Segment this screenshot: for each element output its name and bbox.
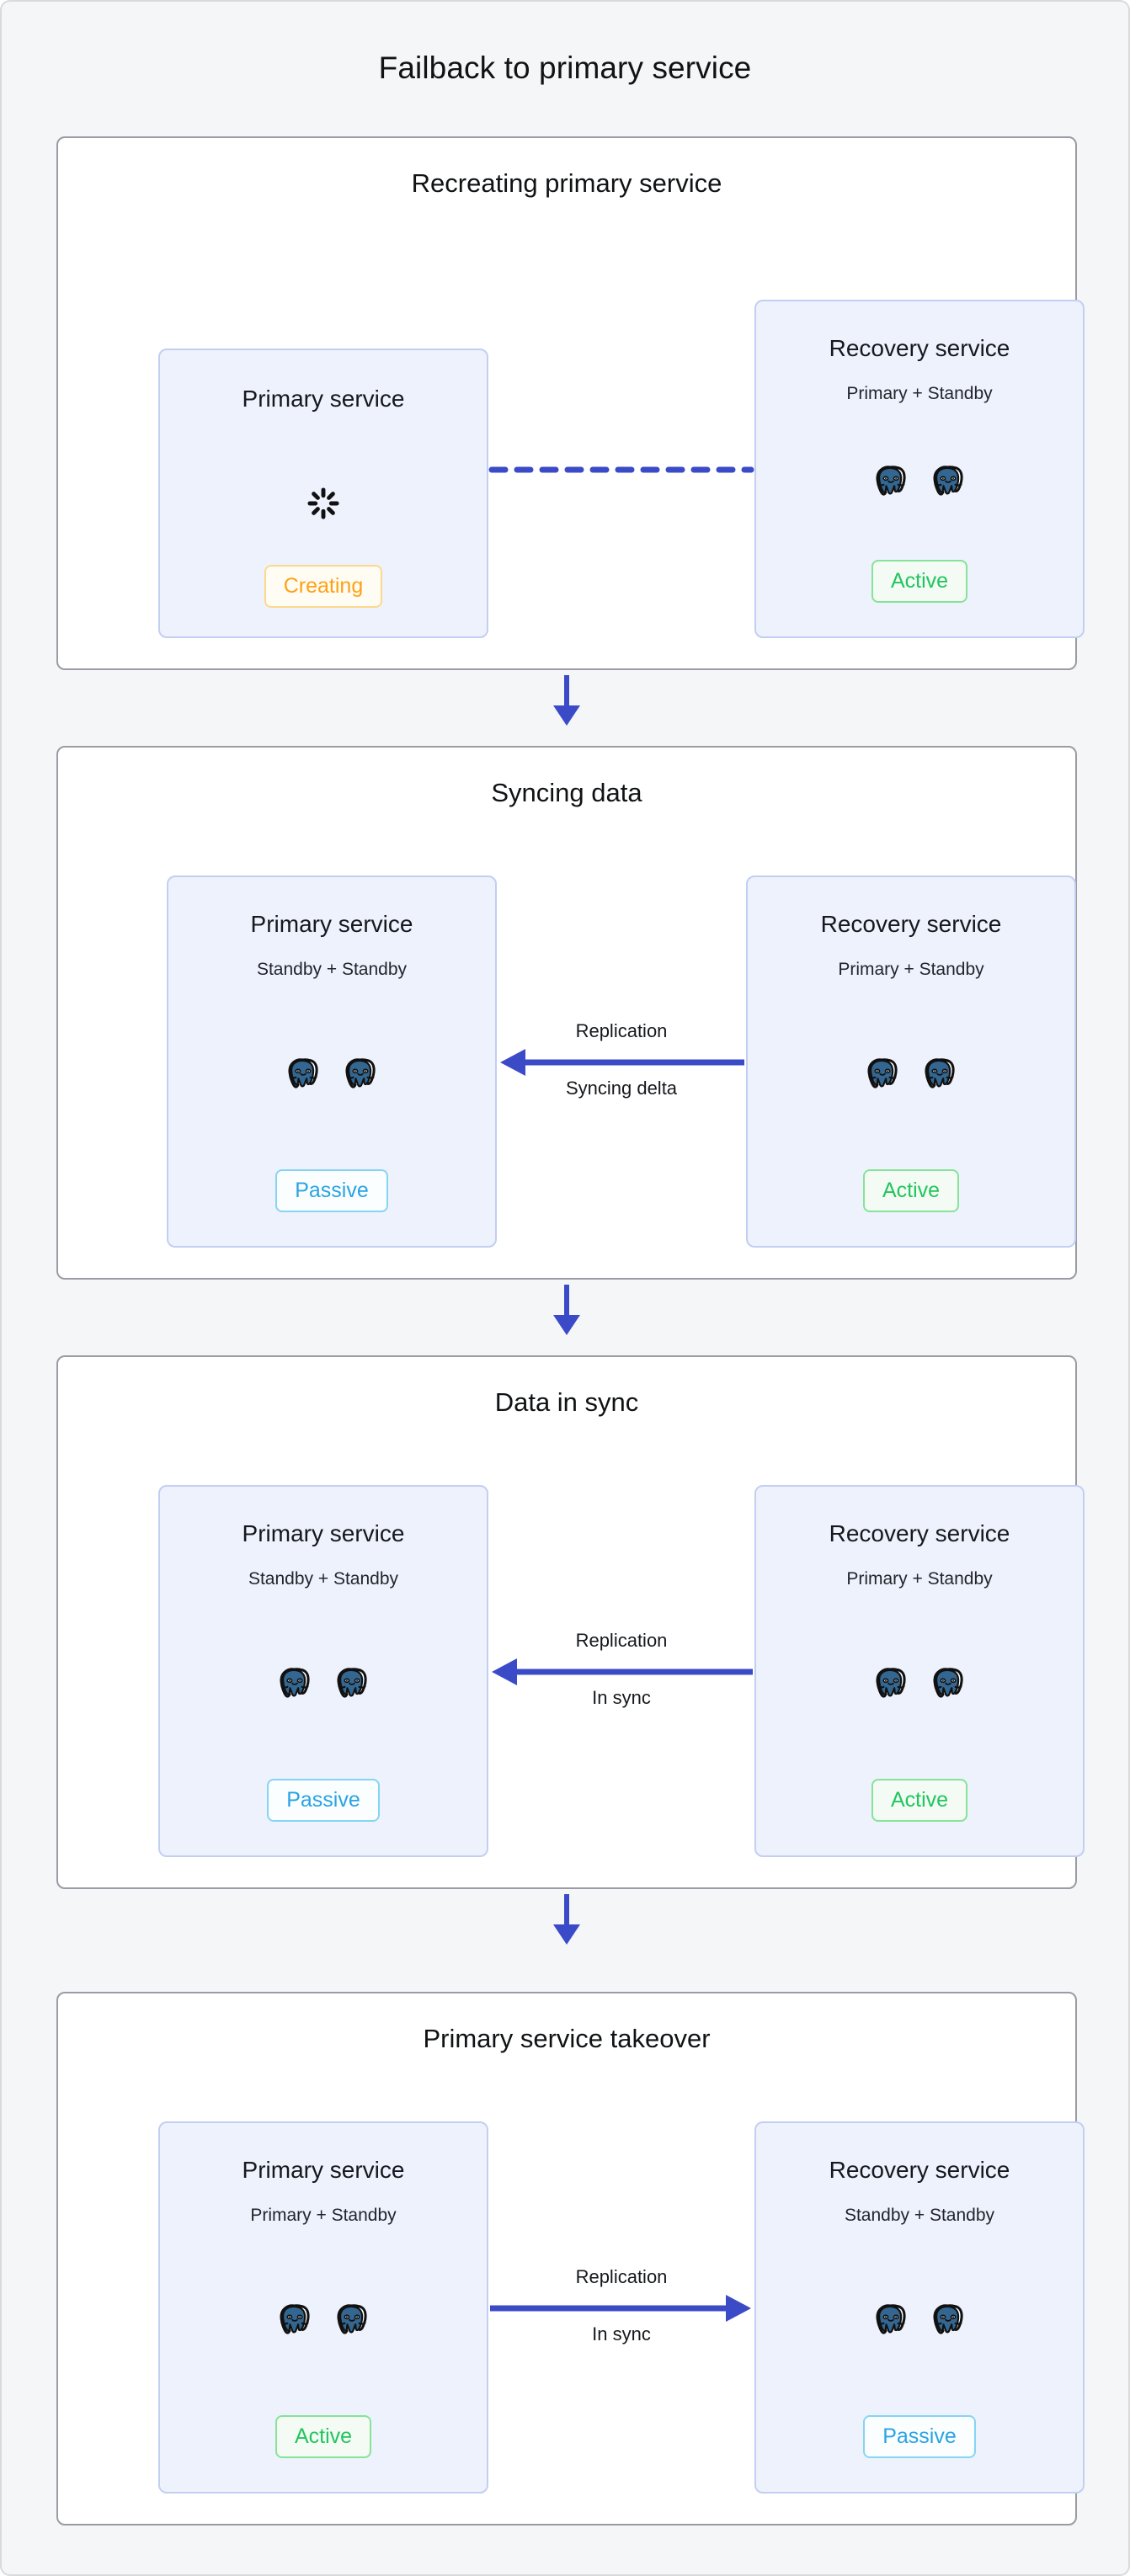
service-title: Primary service bbox=[242, 386, 405, 412]
service-node-row bbox=[306, 486, 341, 521]
postgres-icon bbox=[876, 465, 906, 496]
service-title: Primary service bbox=[242, 2157, 405, 2183]
postgres-icon bbox=[337, 2303, 367, 2334]
postgres-icon bbox=[876, 1667, 906, 1698]
flow-arrow-stage-1-to-2 bbox=[541, 673, 592, 727]
service-topology-label: Primary + Standby bbox=[846, 1569, 993, 1589]
replication-connector bbox=[488, 419, 754, 520]
stage-heading: Primary service takeover bbox=[423, 2024, 711, 2053]
postgres-icon bbox=[288, 1057, 318, 1088]
postgres-icon bbox=[876, 2303, 906, 2334]
postgres-icon bbox=[280, 2303, 310, 2334]
postgres-icon bbox=[933, 465, 963, 496]
postgres-icon bbox=[280, 1667, 310, 1698]
spinner-icon bbox=[307, 487, 339, 519]
status-badge: Passive bbox=[275, 1169, 388, 1212]
status-badge: Creating bbox=[264, 565, 383, 608]
service-card-left[interactable]: Primary service Primary + Standby bbox=[158, 2121, 488, 2494]
replication-arrow-left bbox=[492, 1658, 753, 1685]
flow-arrow-stage-3-to-4 bbox=[541, 1892, 592, 1946]
service-node-row bbox=[275, 1665, 371, 1704]
stage-heading: Recreating primary service bbox=[411, 168, 722, 198]
dashed-link-line bbox=[488, 466, 754, 473]
status-badge: Passive bbox=[267, 1779, 380, 1822]
stage-panel: Recreating primary service Primary servi… bbox=[56, 136, 1085, 670]
page-title: Failback to primary service bbox=[378, 51, 752, 85]
service-node-row bbox=[871, 463, 967, 502]
flow-arrow-stage-2-to-3 bbox=[541, 1283, 592, 1337]
stage-heading: Syncing data bbox=[491, 778, 642, 807]
status-badge: Active bbox=[871, 1779, 968, 1822]
replication-label-bottom: Syncing delta bbox=[565, 1078, 678, 1099]
service-card-left[interactable]: Primary service Creating bbox=[158, 349, 488, 638]
service-node-row bbox=[871, 2302, 967, 2340]
replication-arrow-left bbox=[500, 1049, 744, 1076]
service-node-row bbox=[871, 1665, 967, 1704]
service-card-right[interactable]: Recovery service Standby + Standby bbox=[754, 2121, 1085, 2494]
service-topology-label: Standby + Standby bbox=[256, 960, 408, 979]
postgres-icon bbox=[925, 1057, 955, 1088]
replication-connector: Replication In sync bbox=[488, 1621, 754, 1722]
replication-label-bottom: In sync bbox=[592, 2323, 651, 2344]
service-title: Primary service bbox=[242, 1520, 405, 1546]
status-badge: Active bbox=[862, 1169, 960, 1212]
service-card-left[interactable]: Primary service Standby + Standby bbox=[158, 1485, 488, 1857]
service-card-right[interactable]: Recovery service Primary + Standby bbox=[746, 876, 1076, 1248]
status-badge: Active bbox=[275, 2415, 372, 2458]
service-title: Recovery service bbox=[829, 335, 1010, 361]
service-node-row bbox=[275, 2302, 371, 2340]
stage-panel: Primary service takeover Primary service… bbox=[56, 1992, 1085, 2525]
service-title: Recovery service bbox=[829, 2157, 1010, 2183]
service-title: Primary service bbox=[250, 911, 413, 937]
service-topology-label: Primary + Standby bbox=[838, 960, 984, 979]
service-topology-label: Primary + Standby bbox=[250, 2206, 397, 2225]
service-title: Recovery service bbox=[820, 911, 1002, 937]
postgres-icon bbox=[337, 1667, 367, 1698]
postgres-icon bbox=[933, 2303, 963, 2334]
postgres-icon bbox=[933, 1667, 963, 1698]
stage-panel: Syncing data Primary service Standby + S… bbox=[56, 746, 1077, 1280]
postgres-icon bbox=[345, 1057, 376, 1088]
postgres-icon bbox=[867, 1057, 898, 1088]
stage-heading: Data in sync bbox=[494, 1387, 639, 1417]
replication-label-top: Replication bbox=[575, 1020, 668, 1041]
service-card-right[interactable]: Recovery service Primary + Standby bbox=[754, 1485, 1085, 1857]
status-badge: Active bbox=[871, 560, 968, 603]
replication-label-top: Replication bbox=[575, 2266, 668, 2287]
service-node-row bbox=[863, 1056, 959, 1094]
service-topology-label: Standby + Standby bbox=[844, 2206, 995, 2225]
replication-arrow-right bbox=[490, 2295, 751, 2322]
replication-label-bottom: In sync bbox=[592, 1687, 651, 1708]
service-node-row bbox=[284, 1056, 380, 1094]
stage-panel: Data in sync Primary service Standby + S… bbox=[56, 1355, 1085, 1889]
status-badge: Passive bbox=[863, 2415, 976, 2458]
replication-label-top: Replication bbox=[575, 1630, 668, 1651]
service-card-right[interactable]: Recovery service Primary + Standby bbox=[754, 300, 1085, 638]
service-topology-label: Standby + Standby bbox=[248, 1569, 399, 1589]
replication-connector: Replication In sync bbox=[488, 2258, 754, 2359]
service-title: Recovery service bbox=[829, 1520, 1010, 1546]
service-topology-label: Primary + Standby bbox=[846, 384, 993, 403]
service-card-left[interactable]: Primary service Standby + Standby bbox=[167, 876, 497, 1248]
